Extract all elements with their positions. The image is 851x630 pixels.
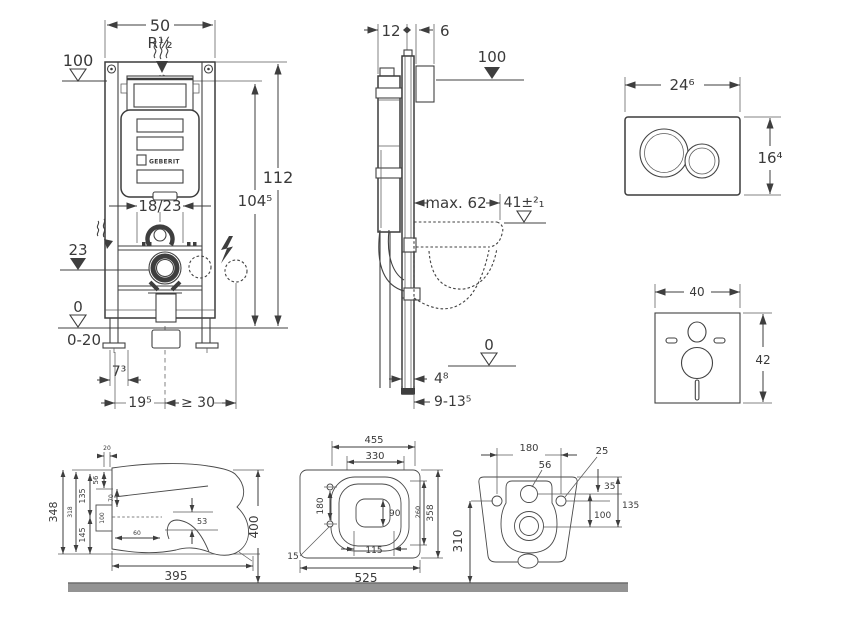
level-marker-100: 100 [62,51,107,82]
wc-back-view: 180 56 25 35 100 135 310 [451,443,639,583]
dim-supply-thread: R½ [148,34,173,52]
dim-wcs-400: 400 [247,516,261,539]
dim-rim-height: 41±²₁ [504,195,545,211]
dim-plate-height: 16⁴ [757,149,782,167]
dim-leg-offset: 7³ [112,364,127,380]
flush-valve [145,224,175,247]
dim-wcs-60: 60 [133,530,141,537]
dim-floor-depth-range: 9-13⁵ [434,394,471,410]
dim-wcs-100: 100 [99,512,106,524]
small-flush-button [684,143,720,179]
wc-side-view: 100 20 56 348 318 135 145 70 60 53 395 4… [47,445,264,583]
frame-side-view: 12 6 100 max. 62 41±²₁ [364,22,546,410]
big-flush-button [639,128,689,178]
dim-floor-range: 0-20 [67,331,101,349]
dim-wcs-145: 145 [78,527,87,542]
water-supply-icon [153,37,169,73]
geberit-logo: GEBERIT [149,159,180,166]
level-marker-0-side: 0 [448,336,516,367]
mounting-box [95,504,113,532]
wc-top-view: 455 330 180 90 115 15 525 260 358 [287,435,443,585]
dim-outlet-offset: 19⁵ [128,395,151,411]
outlet-elbow [151,329,181,349]
dim-wct-525: 525 [355,571,378,585]
level-marker-41: 41±²₁ [504,195,546,224]
dim-level-100-side: 100 [478,48,507,66]
dim-wcb-100: 100 [594,511,611,521]
rail-profile [401,55,415,395]
dim-frame-width: 50 [150,16,170,35]
dim-plate-box-depth: 6 [440,22,450,40]
sound-pad-view: 40 42 [654,284,772,404]
dim-plate-width: 24⁶ [669,76,694,94]
dim-side-clearance: ≥ 30 [181,395,215,411]
dim-rail-depth: 4⁸ [434,371,449,387]
dim-wcb-135: 135 [622,501,639,511]
outlet-stub [517,553,539,569]
dim-pad-height: 42 [755,353,770,367]
water-supply-icon-small [96,218,113,249]
floor-bar [68,582,628,592]
dim-wct-358: 358 [426,504,436,521]
wc-pan-profile [111,463,249,556]
dim-wcb-180: 180 [519,443,538,454]
fixing-hole-right [555,495,567,507]
dim-inner-height: 104⁵ [238,192,273,210]
lightning-icon [221,236,233,264]
level-marker-23: 23 [60,241,160,271]
pad-top-hole [687,321,707,343]
dim-wcs-318: 318 [67,506,74,518]
dim-wct-90: 90 [389,509,401,519]
dim-wcb-25: 25 [596,446,609,457]
dim-level-100: 100 [63,51,94,70]
dim-wcs-348: 348 [47,502,60,523]
wc-trap-opening [355,498,391,528]
dim-wct-260: 260 [414,506,422,518]
dim-wcb-310: 310 [451,530,465,553]
fill-valve-housing [120,75,200,114]
dim-level-23: 23 [68,241,87,259]
dim-wcs-395: 395 [165,569,188,583]
dim-wct-15: 15 [287,552,298,562]
dim-wct-115: 115 [365,546,382,556]
pad-center-hole [680,346,714,380]
dim-wct-180: 180 [316,497,326,514]
flush-plate-protection-box [415,65,435,103]
flush-plate-view: 24⁶ 16⁴ [624,76,783,196]
dim-valve-span: 18/23 [138,197,181,215]
dim-level-0-side: 0 [484,336,494,354]
water-inlet-hole [520,485,538,503]
fixing-hole-left [491,495,503,507]
knockout-circle-outer [224,259,248,283]
dim-wcs-56: 56 [92,475,100,484]
dim-wcs-70: 70 [108,494,115,502]
outlet-hole-inner [519,516,539,536]
dim-max-62: max. 62 [425,194,486,212]
geberit-logo-box [136,154,147,166]
knockout-circle-inner [188,255,212,279]
dim-wcb-35: 35 [604,482,615,492]
dim-cistern-depth: 12 [381,22,400,40]
outlet-pipe [155,293,177,323]
dim-wcs-135: 135 [78,488,87,503]
level-marker-0: 0 [68,298,88,328]
concealed-cistern: GEBERIT [120,109,200,201]
foot-plate-right [195,342,219,349]
dim-total-height: 112 [263,168,294,187]
foot-plate-left [102,342,126,349]
dim-wct-330: 330 [365,451,384,462]
dim-level-0: 0 [73,298,83,316]
flush-bend [148,251,182,294]
wc-pan-dashed-outline [413,221,504,310]
dim-wcs-20: 20 [103,445,111,452]
dim-wct-455: 455 [364,435,383,446]
dim-wcb-56: 56 [539,460,552,471]
dim-pad-width: 40 [689,285,704,299]
level-marker-100-side: 100 [436,48,524,81]
dim-wcs-53: 53 [197,517,207,526]
frame-front-view: 50 R½ 100 GEBERIT 18/23 [58,16,293,411]
